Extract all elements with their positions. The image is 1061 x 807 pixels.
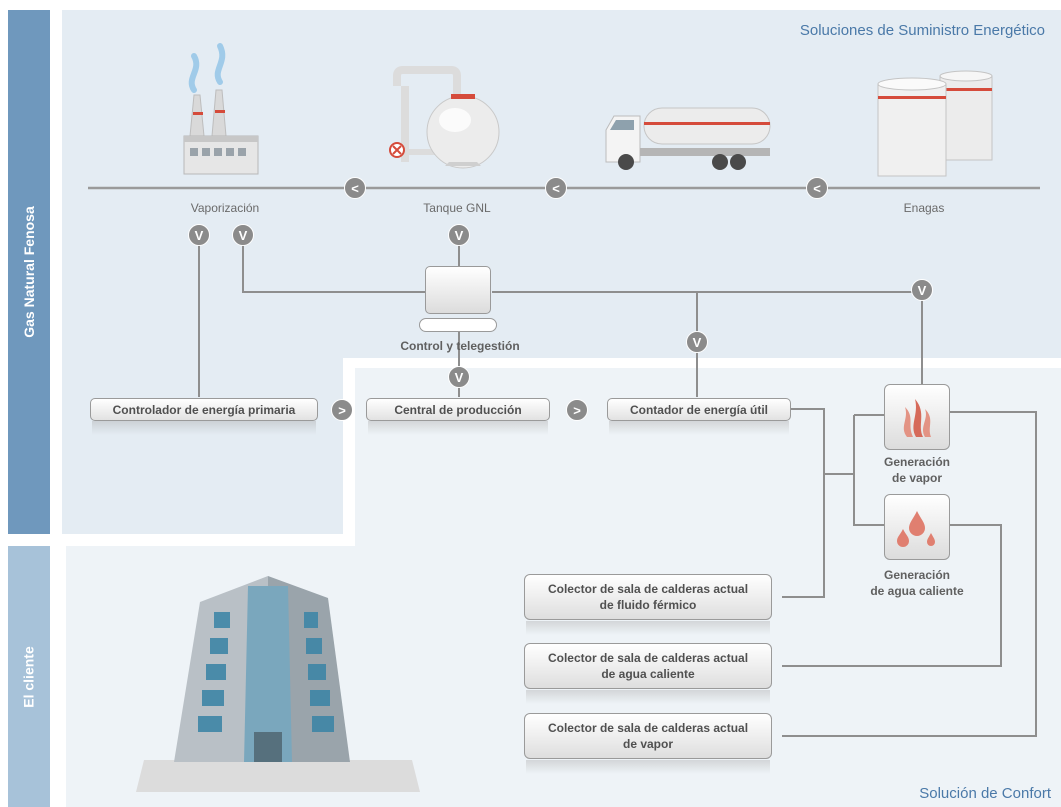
pipeline-arrow-2: < [545, 177, 567, 199]
tanker-truck-illustration [605, 107, 771, 170]
collector-thermal-fluid-box: Colector de sala de calderas actual de f… [524, 574, 772, 620]
flame-icon [903, 399, 931, 437]
flow-arrow-1: > [331, 399, 353, 421]
collector-thermal-fluid-line-2: de fluido férmico [599, 598, 697, 612]
hot-water-generator-icon [884, 494, 950, 560]
control-monitor-icon [425, 266, 491, 314]
flow-arrow-2: > [566, 399, 588, 421]
valve-production: V [448, 366, 470, 388]
top-panel-extension [62, 358, 343, 534]
enagas-label: Enagas [903, 201, 945, 215]
production-plant-reflection [368, 421, 548, 435]
collector-hot-water-box: Colector de sala de calderas actual de a… [524, 643, 772, 689]
hot-water-generator-label: Generación de agua caliente [852, 567, 982, 599]
valve-vaporization-1: V [188, 224, 210, 246]
primary-energy-controller-reflection [92, 421, 316, 435]
steam-generator-icon [884, 384, 950, 450]
useful-energy-meter-box: Contador de energía útil [607, 398, 791, 421]
steam-generator-label: Generación de vapor [862, 454, 972, 486]
vaporization-label: Vaporización [190, 201, 260, 215]
collector-steam-line-1: Colector de sala de calderas actual [547, 721, 749, 735]
collector-hot-water-line-1: Colector de sala de calderas actual [547, 651, 749, 665]
collector-thermal-fluid-reflection [526, 621, 770, 635]
valve-lng-tank: V [448, 224, 470, 246]
collector-steam-line-2: de vapor [622, 737, 673, 751]
supplier-band: Gas Natural Fenosa [8, 10, 50, 534]
office-building-illustration [136, 576, 420, 792]
valve-vaporization-2: V [232, 224, 254, 246]
steam-generator-label-line-2: de vapor [891, 471, 942, 485]
collector-thermal-fluid-line-1: Colector de sala de calderas actual [547, 582, 749, 596]
collector-steam-reflection [526, 760, 770, 774]
pipeline-arrow-1: < [344, 177, 366, 199]
collector-hot-water-reflection [526, 690, 770, 704]
control-label: Control y telegestión [400, 339, 520, 353]
valve-generators: V [911, 279, 933, 301]
valve-meter: V [686, 331, 708, 353]
hot-water-generator-label-line-2: de agua caliente [870, 584, 964, 598]
pipeline-arrow-3: < [806, 177, 828, 199]
collector-steam-box: Colector de sala de calderas actual de v… [524, 713, 772, 759]
production-plant-box: Central de producción [366, 398, 550, 421]
steam-generator-label-line-1: Generación [883, 455, 951, 469]
bottom-section-title: Solución de Confort [919, 785, 1051, 802]
collector-hot-water-line-2: de agua caliente [601, 667, 695, 681]
control-keyboard-icon [419, 318, 497, 332]
top-section-title: Soluciones de Suministro Energético [799, 22, 1045, 39]
lng-tank-label: Tanque GNL [423, 201, 491, 215]
lng-tank-illustration [389, 66, 500, 169]
storage-tanks-illustration [877, 70, 993, 177]
useful-energy-meter-reflection [609, 421, 789, 435]
factory-illustration [183, 43, 259, 175]
water-drops-icon [897, 511, 935, 547]
client-band: El cliente [8, 546, 50, 807]
primary-energy-controller-box: Controlador de energía primaria [90, 398, 318, 421]
hot-water-generator-label-line-1: Generación [883, 568, 951, 582]
